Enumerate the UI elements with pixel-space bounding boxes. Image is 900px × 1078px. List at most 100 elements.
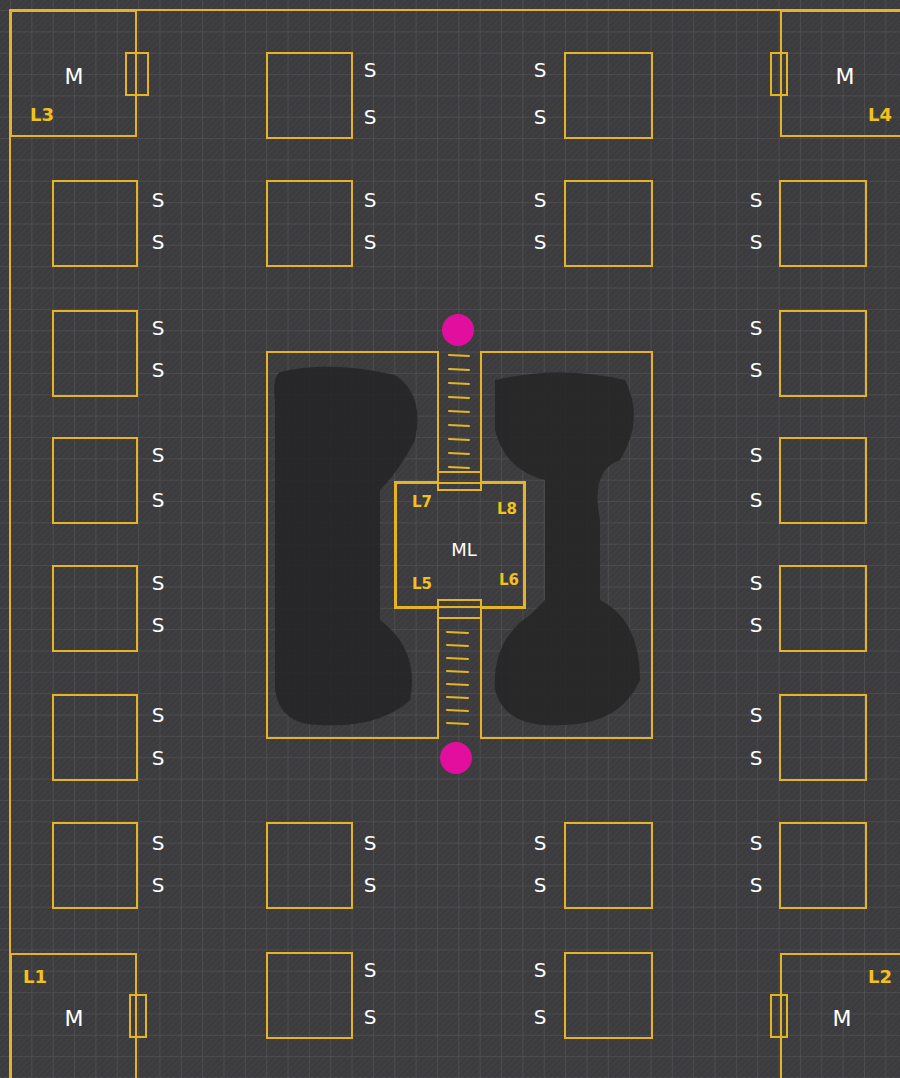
spawn-mark: S — [152, 615, 165, 635]
outer-wall — [10, 10, 900, 1078]
pillar — [267, 823, 352, 908]
pillar — [780, 695, 866, 780]
spawn-mark: S — [364, 190, 377, 210]
spawn-mark: S — [152, 705, 165, 725]
spawn-mark: S — [534, 1007, 547, 1027]
room-text: M — [65, 1008, 84, 1030]
spawn-mark: S — [152, 833, 165, 853]
spawn-mark: S — [364, 107, 377, 127]
spawn-mark: S — [534, 232, 547, 252]
stair-step — [449, 453, 469, 454]
room-label: L6 — [499, 573, 519, 588]
pillar — [565, 823, 652, 908]
stair-step — [449, 425, 469, 426]
spawn-mark: S — [750, 875, 763, 895]
room-label: L3 — [30, 106, 54, 124]
pillar — [53, 566, 137, 651]
pillar — [780, 181, 866, 266]
walls — [10, 10, 900, 1078]
stair-wall — [437, 618, 439, 738]
pillar — [267, 53, 352, 138]
room-text: M — [836, 66, 855, 88]
door — [771, 53, 787, 95]
stair-landing — [438, 600, 481, 618]
door — [130, 995, 146, 1037]
stair-step — [449, 369, 469, 370]
pillar — [53, 438, 137, 523]
corner-room: L2M — [780, 953, 900, 1078]
block-left — [267, 352, 438, 738]
pillar — [780, 566, 866, 651]
spawn-mark: S — [750, 445, 763, 465]
spawn-mark: S — [152, 490, 165, 510]
corner-room: L1M — [10, 953, 137, 1078]
spawn-mark: S — [152, 748, 165, 768]
room-label: L1 — [23, 968, 47, 986]
pillar — [53, 823, 137, 908]
spawn-mark: S — [364, 875, 377, 895]
pillar — [53, 181, 137, 266]
spawn-mark: S — [152, 318, 165, 338]
stair-step — [449, 355, 469, 356]
stair-step — [447, 632, 468, 633]
pillar — [780, 438, 866, 523]
spawn-mark: S — [534, 875, 547, 895]
room-label: L2 — [868, 968, 892, 986]
stair-step — [447, 671, 468, 672]
spawn-mark: S — [152, 445, 165, 465]
stair-step — [447, 710, 468, 711]
corner-room: M L3 — [10, 10, 137, 137]
spawn-mark: S — [364, 232, 377, 252]
stair-step — [447, 645, 468, 646]
stair-step — [447, 723, 468, 724]
spawn-mark: S — [364, 833, 377, 853]
spawn-mark: S — [534, 960, 547, 980]
spawn-mark: S — [364, 60, 377, 80]
stair-step — [449, 411, 469, 412]
pillar — [53, 311, 137, 396]
stair-step — [449, 397, 469, 398]
spawn-mark: S — [750, 490, 763, 510]
room-label: L5 — [412, 577, 432, 592]
spawn-mark: S — [152, 360, 165, 380]
door — [771, 995, 787, 1037]
stair-step — [449, 383, 469, 384]
pillar — [267, 953, 352, 1038]
pillar — [565, 953, 652, 1038]
room-label: L8 — [497, 502, 517, 517]
room-text: M — [65, 66, 84, 88]
stair-wall — [480, 618, 482, 738]
stairs — [438, 352, 481, 738]
stair-step — [447, 684, 468, 685]
stair-landing — [438, 472, 481, 490]
door — [126, 53, 148, 95]
pillar — [565, 181, 652, 266]
stair-wall — [480, 352, 482, 472]
spawn-mark: S — [152, 190, 165, 210]
marker-dot — [442, 314, 474, 346]
shadow-blobs — [274, 367, 640, 726]
block-right — [481, 352, 652, 738]
pillar — [53, 695, 137, 780]
spawn-mark: S — [152, 232, 165, 252]
pillar — [565, 53, 652, 138]
room-label: L4 — [868, 106, 892, 124]
pillar — [267, 181, 352, 266]
spawn-mark: S — [750, 615, 763, 635]
spawn-mark: S — [152, 875, 165, 895]
spawn-mark: S — [534, 190, 547, 210]
room-text: ML — [451, 541, 477, 559]
pillar — [780, 823, 866, 908]
spawn-mark: S — [750, 573, 763, 593]
spawn-mark: S — [750, 705, 763, 725]
spawn-mark: S — [364, 960, 377, 980]
spawn-mark: S — [750, 318, 763, 338]
marker-dot — [440, 742, 472, 774]
room-text: M — [833, 1008, 852, 1030]
corner-room: M L4 — [780, 10, 900, 137]
pillars — [53, 53, 866, 1038]
spawn-mark: S — [750, 190, 763, 210]
